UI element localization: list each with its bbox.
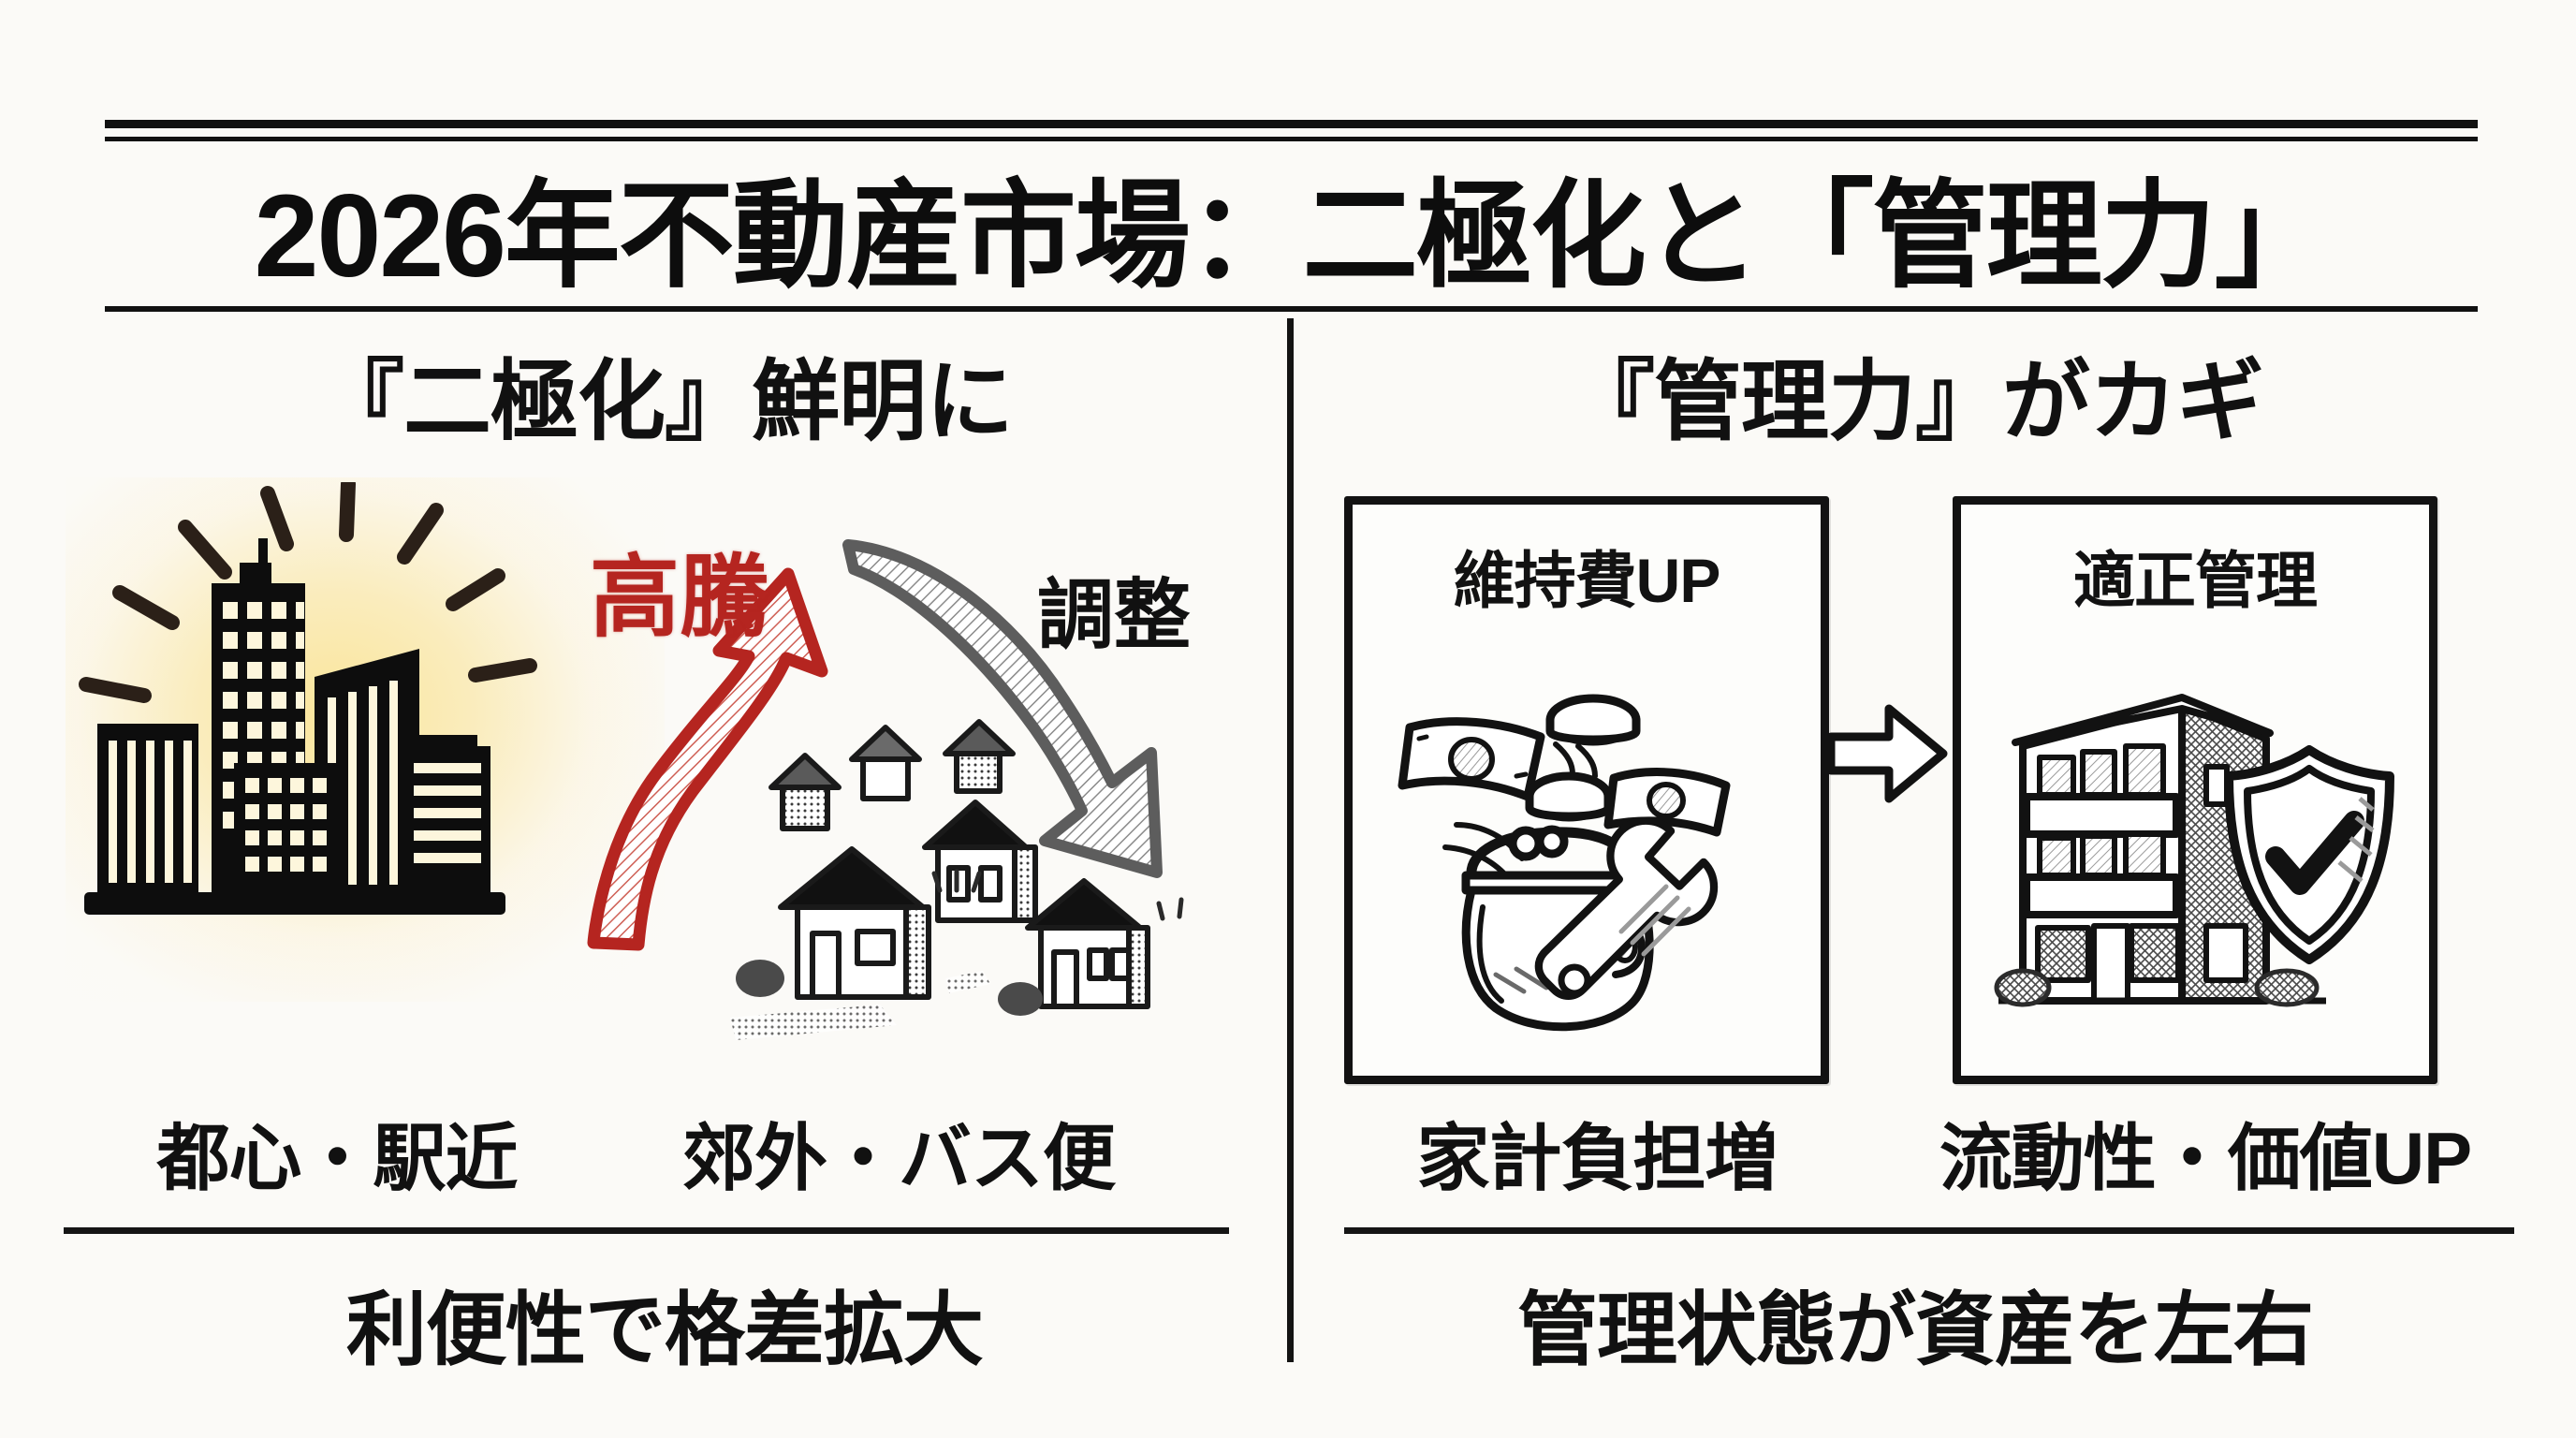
shield-check-icon: [2224, 745, 2394, 964]
left-panel-footer: 利便性で格差拡大: [346, 1285, 984, 1375]
fall-label: 調整: [1037, 573, 1192, 658]
panel-divider: [1287, 318, 1294, 1362]
title-rule-bottom: [105, 306, 2478, 312]
red-up-arrow-icon: [587, 567, 828, 951]
left-panel: 『二極化』鮮明に: [56, 323, 1273, 1381]
rise-label: 高騰: [590, 548, 769, 648]
caption-liquidity-value: 流動性・価値UP: [1939, 1117, 2472, 1199]
page-title: 2026年不動産市場：二極化と「管理力」: [254, 170, 2331, 301]
cost-box-title: 維持費UP: [1453, 546, 1721, 615]
flying-banknotes-icon: [1398, 717, 1545, 801]
manage-box: 適正管理: [1953, 496, 2437, 1084]
right-panel: 『管理力』がカギ 維持費UP: [1307, 323, 2524, 1381]
falling-coins-icon: [1525, 694, 1641, 822]
left-panel-rule: [64, 1227, 1229, 1234]
cost-box: 維持費UP: [1344, 496, 1829, 1084]
left-panel-subtitle: 『二極化』鮮明に: [315, 352, 1014, 450]
gray-down-arrow-icon: [842, 539, 1163, 878]
right-arrow-icon: [1827, 704, 1948, 803]
right-panel-footer: 管理状態が資産を左右: [1517, 1285, 2314, 1375]
suburban-houses-icon: [730, 719, 1184, 1040]
caption-city: 都心・駅近: [156, 1117, 518, 1199]
caption-household-burden: 家計負担増: [1416, 1117, 1778, 1199]
title-rule-thick: [105, 120, 2478, 128]
wrench-icon: [1534, 816, 1719, 1001]
city-skyline-icon: [79, 482, 537, 915]
manage-box-art: [1961, 626, 2429, 1038]
caption-suburb: 郊外・バス便: [681, 1117, 1116, 1199]
cost-box-art: [1353, 626, 1821, 1038]
right-panel-rule: [1344, 1227, 2514, 1234]
right-panel-subtitle: 『管理力』がカギ: [1566, 352, 2264, 450]
manage-box-title: 適正管理: [2073, 546, 2318, 615]
title-rule-thin: [105, 137, 2478, 141]
